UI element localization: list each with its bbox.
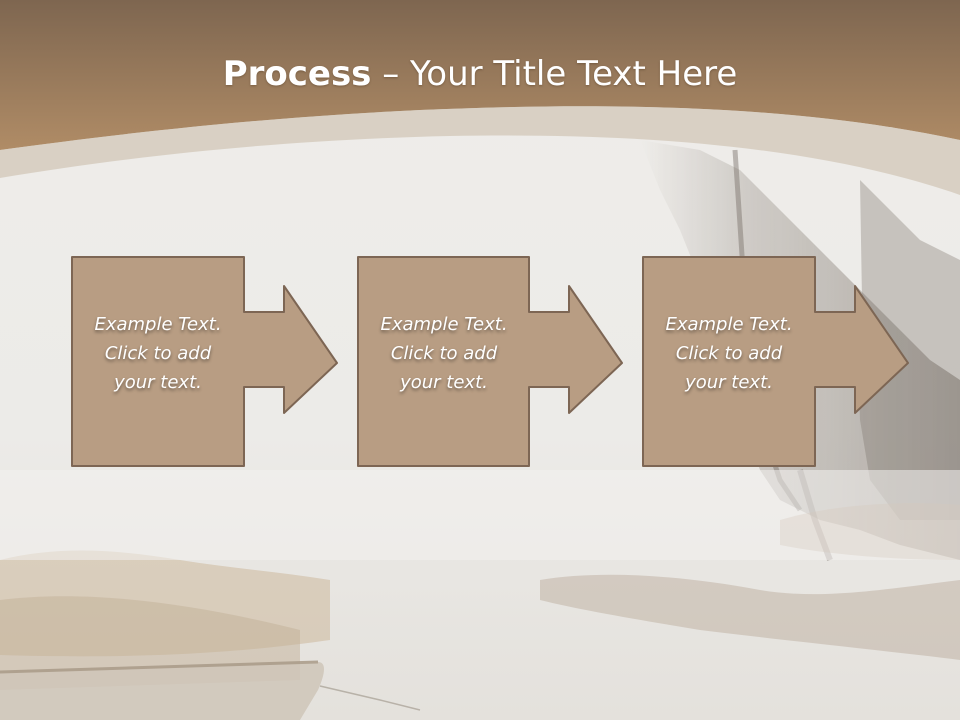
step-text-line: Example Text. [94, 314, 222, 335]
step-text-line: your text. [685, 372, 773, 393]
process-step-2[interactable]: Example Text. Click to add your text. [357, 256, 627, 468]
step-text-line: Example Text. [380, 314, 508, 335]
step-text-line: Example Text. [665, 314, 793, 335]
header-band [0, 0, 960, 150]
title-bold-text: Process [222, 54, 372, 94]
step-text-line: your text. [114, 372, 202, 393]
step-text-line: Click to add [104, 343, 212, 364]
step-text-line: Click to add [675, 343, 783, 364]
process-step-3[interactable]: Example Text. Click to add your text. [642, 256, 912, 468]
step-text-line: Click to add [390, 343, 498, 364]
title-rest-text: – Your Title Text Here [371, 54, 738, 94]
step-text: Example Text. Click to add your text. [73, 310, 243, 397]
process-step-1[interactable]: Example Text. Click to add your text. [71, 256, 341, 468]
slide-title: Process – Your Title Text Here [0, 48, 960, 100]
step-text-line: your text. [400, 372, 488, 393]
step-arrow-shape [357, 256, 623, 467]
header-swoosh [0, 106, 960, 195]
step-arrow-shape [71, 256, 338, 467]
step-text: Example Text. Click to add your text. [644, 310, 814, 397]
boat [0, 660, 421, 720]
step-arrow-shape [642, 256, 909, 467]
step-text: Example Text. Click to add your text. [359, 310, 529, 397]
